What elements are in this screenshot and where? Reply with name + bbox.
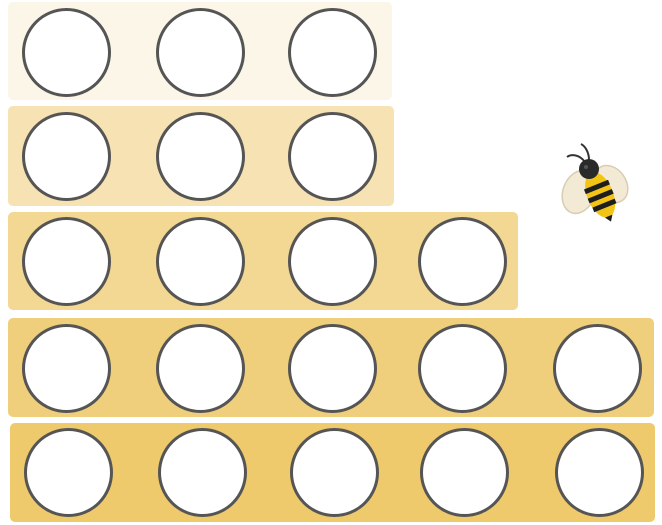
counter-slot[interactable] bbox=[555, 428, 644, 517]
counter-slot[interactable] bbox=[156, 217, 245, 306]
ten-frame-row-3 bbox=[8, 212, 518, 310]
counter-slot[interactable] bbox=[22, 112, 111, 201]
counter-slot[interactable] bbox=[420, 428, 509, 517]
counter-slot[interactable] bbox=[288, 217, 377, 306]
counter-slot[interactable] bbox=[156, 324, 245, 413]
counter-slot[interactable] bbox=[156, 8, 245, 97]
counter-slot[interactable] bbox=[22, 217, 111, 306]
counter-slot[interactable] bbox=[288, 8, 377, 97]
counter-slot[interactable] bbox=[290, 428, 379, 517]
bee-icon bbox=[555, 140, 637, 226]
counter-slot[interactable] bbox=[158, 428, 247, 517]
counter-slot[interactable] bbox=[22, 324, 111, 413]
counter-slot[interactable] bbox=[24, 428, 113, 517]
counter-slot[interactable] bbox=[288, 324, 377, 413]
counter-slot[interactable] bbox=[156, 112, 245, 201]
counter-slot[interactable] bbox=[418, 324, 507, 413]
counter-slot[interactable] bbox=[288, 112, 377, 201]
counter-slot[interactable] bbox=[418, 217, 507, 306]
counter-slot[interactable] bbox=[22, 8, 111, 97]
ten-frame-row-2 bbox=[8, 106, 394, 206]
ten-frame-row-1 bbox=[8, 2, 392, 100]
counter-slot[interactable] bbox=[553, 324, 642, 413]
ten-frame-row-4 bbox=[8, 318, 654, 417]
ten-frame-row-5 bbox=[10, 423, 655, 522]
